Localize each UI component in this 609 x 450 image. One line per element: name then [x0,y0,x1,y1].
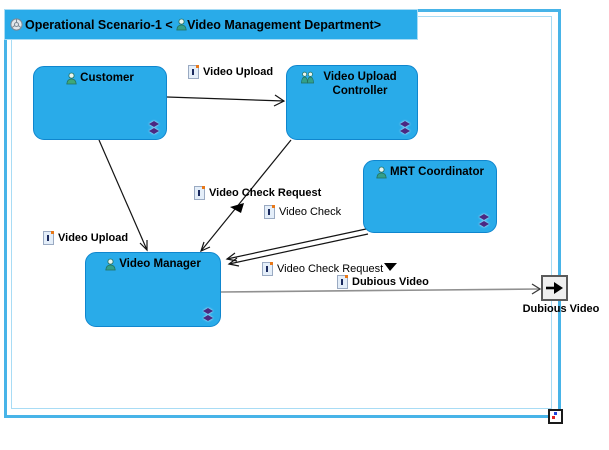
entity-video-upload-controller[interactable]: Video Upload Controller [286,65,418,140]
exchange-label-dubious-video[interactable]: Dubious Video [337,275,429,289]
connection-line [220,288,541,293]
person-icon [66,72,77,85]
output-port-dubious-video[interactable] [541,275,568,301]
connection-video-upload-customer-to-controller[interactable] [166,94,286,107]
entity-label: Customer [80,72,134,84]
entity-label: MRT Coordinator [390,166,484,178]
group-persons-icon [301,71,314,84]
exchange-label-video-check-request-1[interactable]: Video Check Request [194,186,321,200]
diagram-title-tab[interactable]: Operational Scenario-1 < Video Managemen… [4,9,418,40]
open-arrowhead-icon [531,283,542,295]
exchange-item-icon [43,231,54,245]
open-arrowhead-icon [273,94,286,107]
direction-triangle-icon [230,203,244,213]
open-arrowhead-icon [139,240,148,252]
open-arrowhead-icon [227,257,240,267]
connection-line [228,233,369,265]
connection-line [166,96,285,102]
flow-out-arrow-icon [546,282,563,294]
open-arrowhead-icon [200,241,211,253]
exchange-item-icon [264,205,275,219]
exchange-item-icon [337,275,348,289]
exchange-label-video-upload-2[interactable]: Video Upload [43,231,128,245]
entity-mrt-coordinator[interactable]: MRT Coordinator [363,160,497,233]
exchange-decorator-icon [400,121,410,134]
exchange-decorator-icon [149,121,159,134]
connection-dubious-video-manager-to-port[interactable] [220,283,542,295]
exchange-label-video-check-request-2[interactable]: Video Check Request [262,262,383,276]
frame-corner-icon[interactable] [548,409,563,424]
exchange-item-icon [188,65,199,79]
connection-video-check-mrt-to-manager[interactable] [225,228,369,267]
connection-line [226,228,367,260]
entity-label: Video Manager [119,258,201,270]
connection-video-upload-customer-to-manager[interactable] [98,139,148,252]
scenario-icon [10,18,23,31]
direction-triangle-icon [384,263,397,271]
exchange-item-icon [194,186,205,200]
exchange-label-video-check[interactable]: Video Check [264,205,341,219]
connection-video-check-request-controller-to-manager[interactable] [200,139,292,253]
person-icon [376,166,387,179]
entity-video-manager[interactable]: Video Manager [85,252,221,327]
person-icon [105,258,116,271]
exchange-label-video-upload-1[interactable]: Video Upload [188,65,273,79]
entity-label: Video Upload Controller [323,71,397,97]
diagram-title-text-1: Operational Scenario-1 < [25,17,177,32]
diagram-title-text-2: Video Management Department> [187,17,382,32]
entity-person-icon [176,18,187,31]
entity-customer[interactable]: Customer [33,66,167,140]
exchange-decorator-icon [479,214,489,227]
exchange-item-icon [262,262,273,276]
exchange-decorator-icon [203,308,213,321]
connection-line [98,139,148,251]
port-label: Dubious Video [522,303,600,315]
connection-line [200,139,292,252]
